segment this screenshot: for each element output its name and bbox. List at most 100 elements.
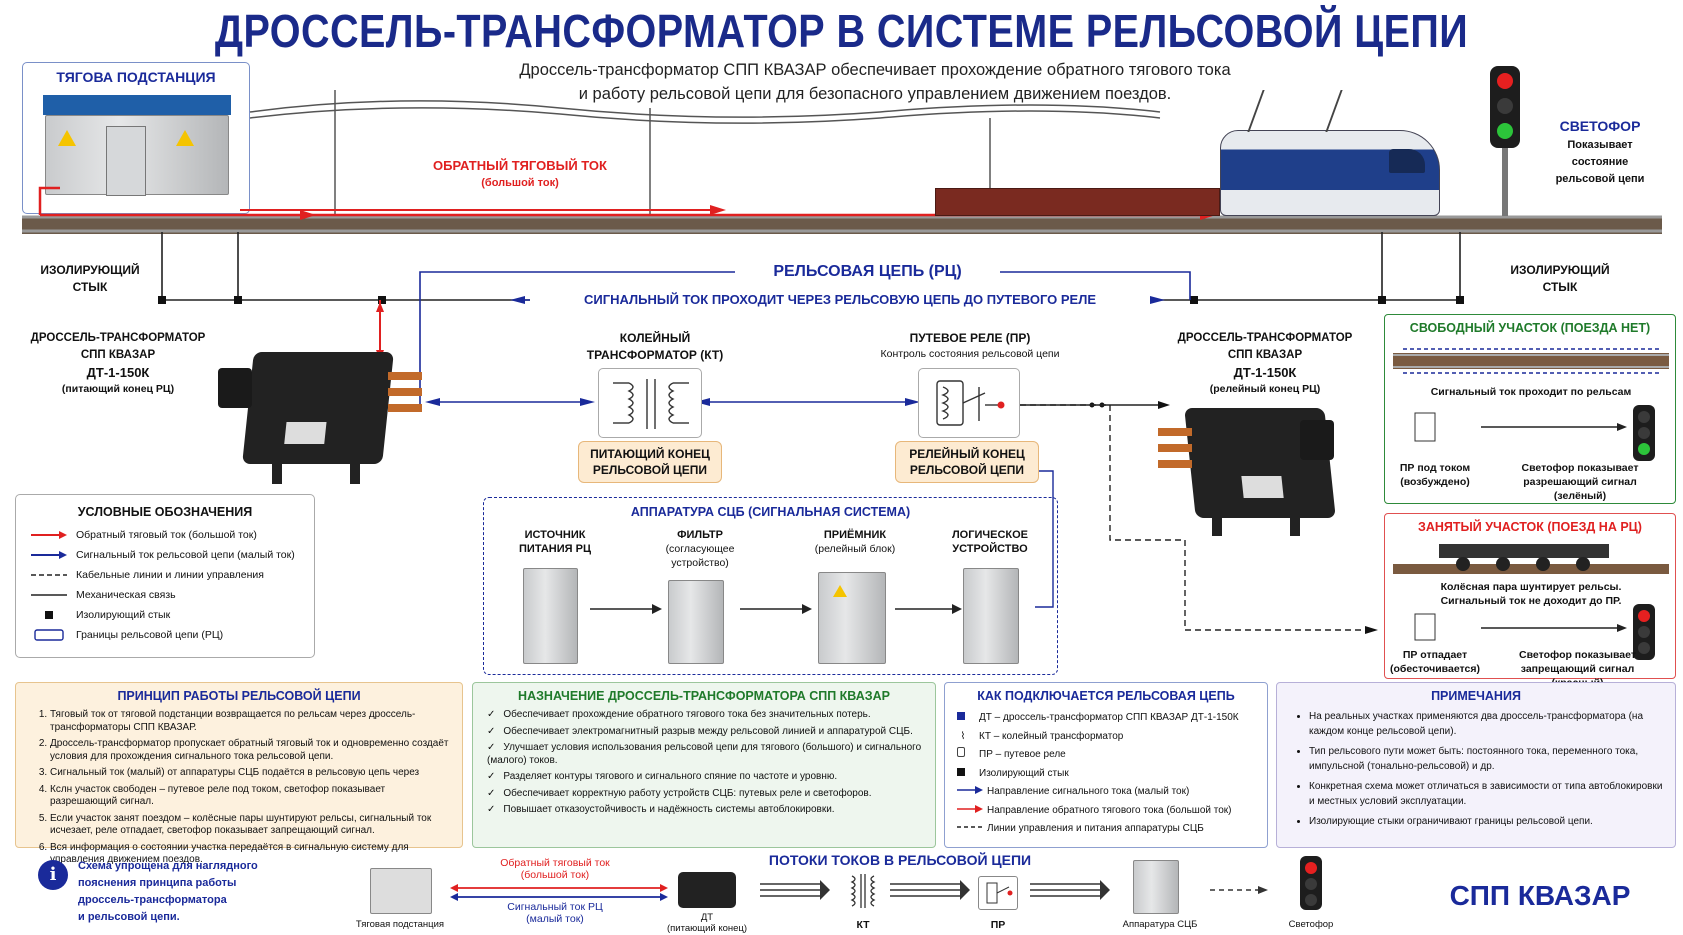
- catenary: [249, 90, 1161, 218]
- substation-roof: [43, 95, 231, 115]
- kt-line-2: ТРАНСФОРМАТОР (КТ): [586, 348, 724, 362]
- relay-icon: [957, 747, 965, 757]
- flow-traffic-light: [1300, 856, 1322, 910]
- connect-item: Направление сигнального тока (малый ток): [957, 783, 1267, 802]
- connect-title: КАК ПОДКЛЮЧАЕТСЯ РЕЛЬСОВАЯ ЦЕПЬ: [977, 689, 1235, 703]
- flow-scb-label: Аппаратура СЦБ: [1122, 919, 1198, 930]
- dt-right-terminal-box: [1300, 420, 1334, 460]
- traffic-light-free: [1633, 405, 1655, 461]
- relay-end-line-1: РЕЛЕЙНЫЙ КОНЕЦ: [909, 447, 1025, 461]
- red-lamp-icon: [1305, 862, 1317, 874]
- dt-right-leg: [1212, 518, 1222, 536]
- purpose-item: Обеспечивает электромагнитный разрыв меж…: [487, 726, 925, 739]
- info-note: Схема упрощена для наглядного пояснения …: [78, 860, 258, 923]
- flow-light-label: Светофор: [1288, 919, 1334, 930]
- lamp-icon: [1638, 427, 1650, 439]
- joint-right-label: ИЗОЛИРУЮЩИЙ СТЫК: [1500, 262, 1620, 296]
- copper-bus-icon: [388, 388, 422, 396]
- principle-item: Сигнальный ток (малый) от аппаратуры СЦБ…: [50, 767, 452, 780]
- substation-title: ТЯГОВА ПОДСТАНЦИЯ: [56, 69, 216, 85]
- kt-box: [598, 368, 702, 438]
- note-item: Конкретная схема может отличаться в зави…: [1309, 779, 1665, 809]
- note-item: Изолирующие стыки ограничивают границы р…: [1309, 814, 1665, 829]
- copper-bus-icon: [1158, 460, 1192, 468]
- note-item: На реальных участках применяются два дро…: [1309, 709, 1665, 739]
- subtitle-line-2: и работу рельсовой цепи для безопасного …: [578, 85, 1172, 103]
- legend-item: Кабельные линии и линии управления: [31, 569, 264, 581]
- legend-title: УСЛОВНЫЕ ОБОЗНАЧЕНИЯ: [77, 505, 253, 519]
- locomotive-cab-window: [1389, 149, 1425, 173]
- flow-substation-icon: [370, 868, 432, 914]
- connect-item: Изолирующий стык: [957, 765, 1267, 784]
- info-icon: i: [38, 860, 68, 890]
- subtitle-line-1: Дроссель-трансформатор СПП КВАЗАР обеспе…: [519, 61, 1231, 79]
- joint-left-line-2: СТЫК: [72, 280, 108, 294]
- signal-description: СВЕТОФОР Показывает состояние рельсовой …: [1540, 118, 1660, 188]
- connect-item: Направление обратного тягового тока (бол…: [957, 802, 1267, 821]
- notes-title: ПРИМЕЧАНИЯ: [1431, 689, 1521, 703]
- kt-line-1: КОЛЕЙНЫЙ: [619, 331, 691, 345]
- free-section-panel: СВОБОДНЫЙ УЧАСТОК (ПОЕЗДА НЕТ) Сигнальны…: [1384, 314, 1676, 504]
- legend-item: Границы рельсовой цепи (РЦ): [30, 625, 314, 645]
- copper-bus-icon: [1158, 428, 1192, 436]
- free-track-icon: [1393, 348, 1669, 374]
- lamp-icon: [1638, 642, 1650, 654]
- receiver-cabinet: [818, 572, 886, 664]
- free-title: СВОБОДНЫЙ УЧАСТОК (ПОЕЗДА НЕТ): [1409, 321, 1651, 335]
- dt-left-line-1: ДРОССЕЛЬ-ТРАНСФОРМАТОР: [30, 332, 206, 344]
- purpose-item: Повышает отказоустойчивость и надёжность…: [487, 804, 925, 817]
- substation-door: [106, 126, 146, 196]
- busy-track-icon: [1393, 544, 1669, 574]
- traffic-light-busy: [1633, 604, 1655, 660]
- principle-item: Вся информация о состоянии участка перед…: [50, 842, 452, 867]
- dt-right-nameplate: [1241, 476, 1284, 498]
- dt-icon: [957, 712, 965, 720]
- substation-building: [45, 115, 229, 196]
- pantograph: [1247, 90, 1343, 132]
- dt-right-line-4: (релейный конец РЦ): [1209, 383, 1321, 395]
- principle-title: ПРИНЦИП РАБОТЫ РЕЛЬСОВОЙ ЦЕПИ: [117, 689, 361, 703]
- lamp-icon: [1305, 894, 1317, 906]
- dashed-line-icon: [957, 826, 983, 828]
- dt-left-leg: [350, 464, 360, 484]
- signal-current-label: СИГНАЛЬНЫЙ ТОК ПРОХОДИТ ЧЕРЕЗ РЕЛЬСОВУЮ …: [530, 292, 1150, 307]
- flow-substation-label: Тяговая подстанция: [355, 919, 445, 930]
- principle-item: Если участок занят поездом – колёсные па…: [50, 813, 452, 838]
- legend-item: Обратный тяговый ток (большой ток): [30, 525, 314, 545]
- flow-traction-label: Обратный тяговый ток(большой ток): [500, 857, 610, 881]
- traction-current-title: ОБРАТНЫЙ ТЯГОВЫЙ ТОК: [433, 158, 607, 173]
- joint-right-line-1: ИЗОЛИРУЮЩИЙ: [1510, 263, 1610, 277]
- relay-icon: [936, 380, 1005, 426]
- connect-item: ПР – путевое реле: [957, 746, 1267, 765]
- relay-end-label: РЕЛЕЙНЫЙ КОНЕЦ РЕЛЬСОВОЙ ЦЕПИ: [895, 441, 1039, 483]
- free-relay-to-light: [1414, 412, 1627, 442]
- dt-right-label: ДРОССЕЛЬ-ТРАНСФОРМАТОР СПП КВАЗАР ДТ-1-1…: [1165, 330, 1365, 398]
- kt-icon: ⌇: [960, 730, 966, 742]
- legend-item: Изолирующий стык: [30, 605, 314, 625]
- notes-panel: ПРИМЕЧАНИЯ На реальных участках применяю…: [1276, 682, 1676, 848]
- legend-item: Механическая связь: [31, 589, 176, 601]
- lamp-icon: [1638, 626, 1650, 638]
- traffic-light-pole: [1502, 148, 1508, 216]
- dt-right-leg: [1290, 518, 1300, 536]
- principle-item: Кслн участок свободен – путевое реле под…: [50, 784, 452, 809]
- joint-icon: [957, 767, 965, 776]
- red-lamp-icon: [1497, 73, 1513, 89]
- flow-kt-icon: [840, 870, 886, 912]
- pr-box: [918, 368, 1020, 438]
- dt-right-line-2: СПП КВАЗАР: [1227, 349, 1303, 361]
- scb-item-label: ПРИЁМНИК(релейный блок): [814, 529, 896, 555]
- principle-item: Дроссель-трансформатор пропускает обратн…: [50, 738, 452, 763]
- traction-current-sub: (большой ток): [481, 177, 559, 189]
- lamp-icon: [1497, 98, 1513, 114]
- busy-section-panel: ЗАНЯТЫЙ УЧАСТОК (ПОЕЗД НА РЦ) Колёсная п…: [1384, 513, 1676, 689]
- dt-left-line-4: (питающий конец РЦ): [61, 383, 175, 395]
- filter-cabinet: [668, 580, 724, 664]
- copper-bus-icon: [388, 372, 422, 380]
- traffic-light-top: [1490, 66, 1520, 148]
- flow-chain-arrows: [760, 880, 1268, 900]
- dt-left-device: [242, 352, 394, 464]
- purpose-item: Обеспечивает корректную работу устройств…: [487, 788, 925, 801]
